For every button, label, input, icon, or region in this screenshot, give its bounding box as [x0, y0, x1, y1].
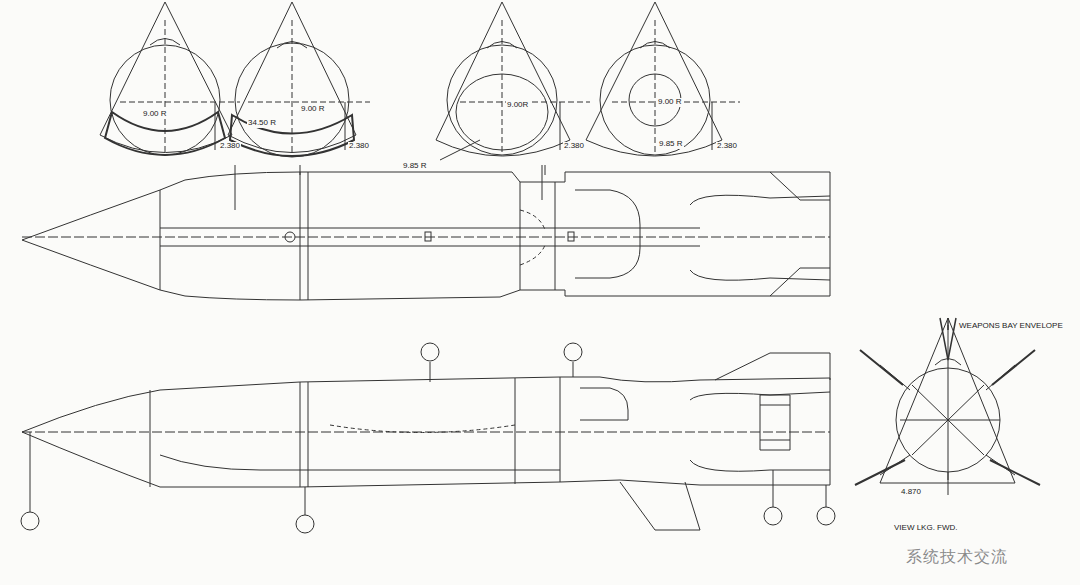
dimension-label: 9.00 R — [300, 105, 326, 114]
dimension-label: 34.50 R — [247, 119, 277, 128]
view-note: WEAPONS BAY ENVELOPE — [958, 322, 1064, 331]
view-note: VIEW LKG. FWD. — [893, 524, 959, 533]
dimension-label: 4.870 — [900, 488, 922, 497]
front-view — [855, 318, 1040, 495]
plan-view — [22, 172, 830, 300]
section-views — [100, 2, 740, 210]
dimension-label: 2.380 — [716, 142, 738, 151]
dimension-label: 9.00 R — [657, 98, 683, 107]
dimension-label: 9.85 R — [402, 162, 428, 171]
dimension-label: 9.00 R — [142, 110, 168, 119]
side-view — [21, 343, 835, 533]
watermark: 系统技术交流 — [905, 548, 1009, 566]
dimension-label: 2.380 — [219, 142, 241, 151]
dimension-label: 9.85 R — [658, 140, 684, 149]
dimension-label: 9.00R — [506, 101, 529, 110]
dimension-label: 2.380 — [563, 142, 585, 151]
dimension-label: 2.380 — [348, 142, 370, 151]
